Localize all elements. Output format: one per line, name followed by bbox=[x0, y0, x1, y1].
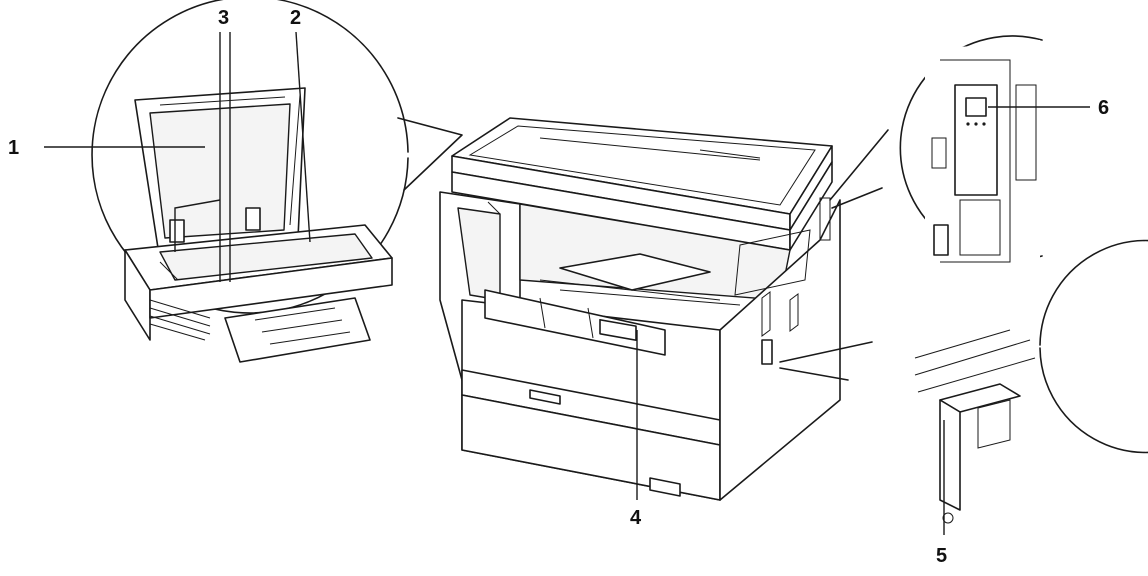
detail-circle-platen bbox=[44, 0, 462, 362]
network-port bbox=[966, 98, 986, 116]
detail-network-pointer bbox=[830, 130, 888, 208]
power-switch-location bbox=[762, 340, 772, 364]
detail-power-outline bbox=[1040, 241, 1148, 453]
scanner-body bbox=[125, 225, 392, 362]
copier-main bbox=[440, 118, 840, 500]
hinge-left bbox=[170, 220, 184, 242]
usb-port bbox=[934, 225, 948, 255]
hinge-right bbox=[246, 208, 260, 230]
callout-5: 5 bbox=[936, 545, 947, 567]
callout-3: 3 bbox=[218, 7, 229, 29]
callout-4: 4 bbox=[630, 507, 642, 529]
callout-6: 6 bbox=[1098, 97, 1109, 119]
callout-1: 1 bbox=[8, 137, 19, 159]
output-tray bbox=[225, 298, 370, 362]
callout-2: 2 bbox=[290, 7, 301, 29]
detail-circle-network bbox=[830, 36, 1090, 270]
